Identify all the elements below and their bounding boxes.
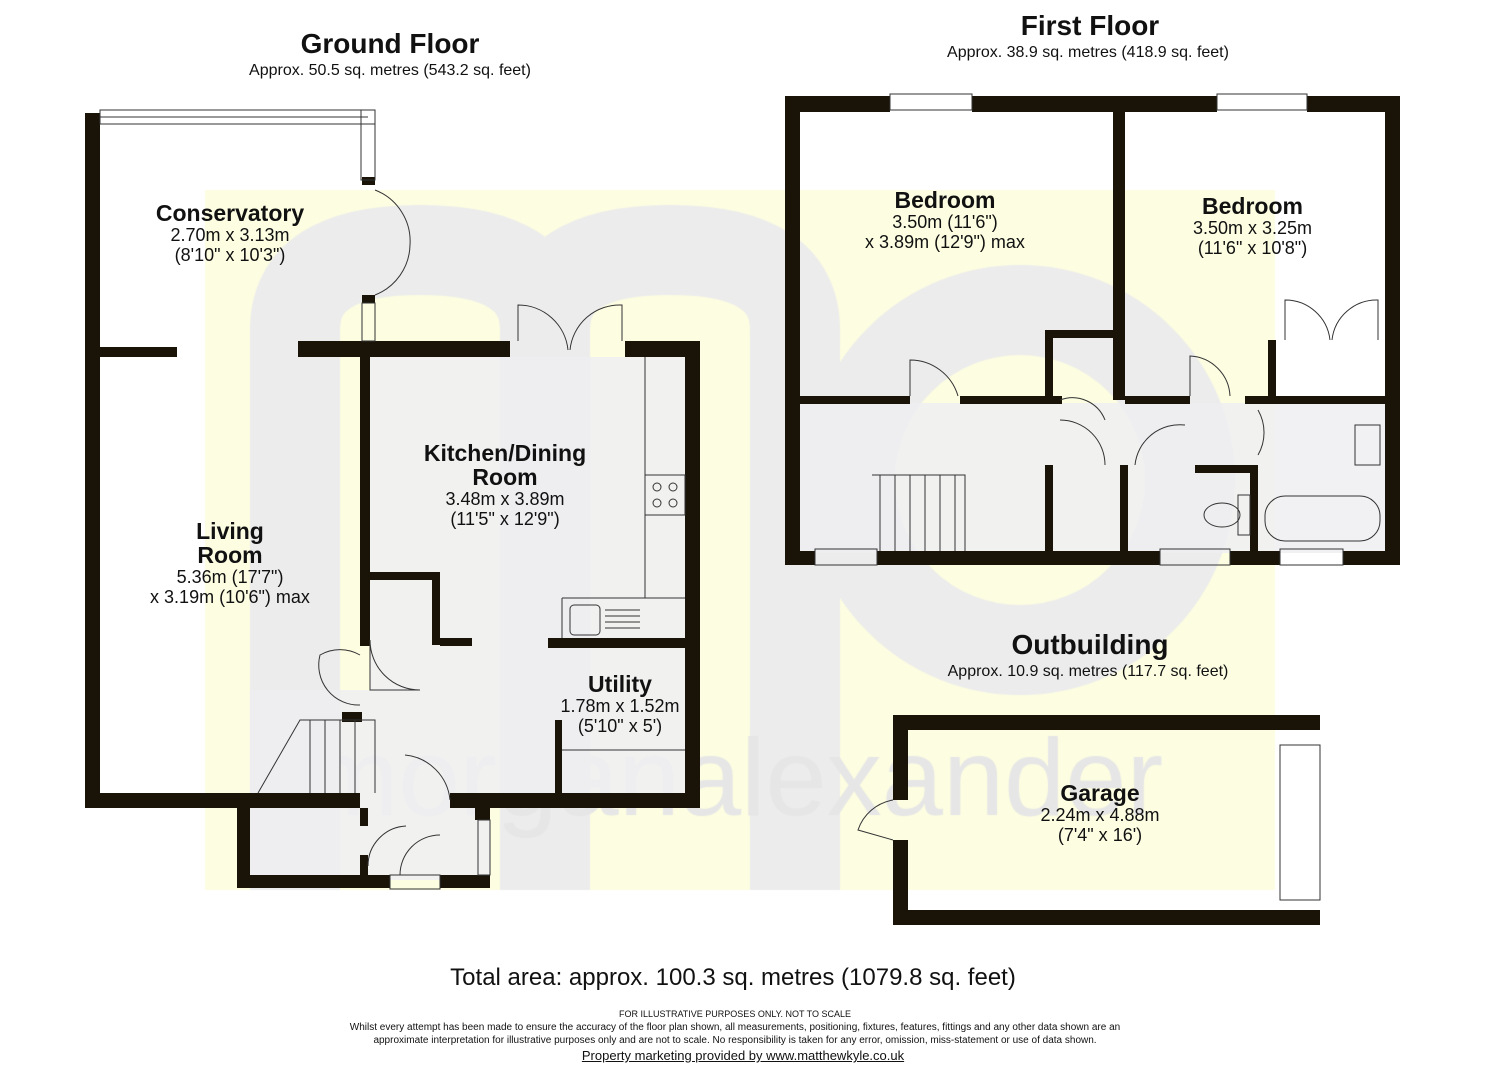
outbuilding-area: Approx. 10.9 sq. metres (117.7 sq. feet)	[947, 663, 1229, 680]
credit-link[interactable]: Property marketing provided by www.matth…	[581, 1048, 905, 1063]
room-conservatory: Conservatory 2.70m x 3.13m (8'10" x 10'3…	[155, 200, 305, 265]
room-garage: Garage 2.24m x 4.88m (7'4" x 16')	[1040, 780, 1160, 845]
disclaimer: FOR ILLUSTRATIVE PURPOSES ONLY. NOT TO S…	[349, 1009, 1121, 1046]
walls	[85, 96, 1400, 925]
total-area: Total area: approx. 100.3 sq. metres (10…	[450, 964, 1016, 991]
room-kitchen-dining: Kitchen/Dining Room 3.48m x 3.89m (11'5"…	[423, 440, 587, 529]
outbuilding-title: Outbuilding	[1011, 629, 1169, 660]
room-bedroom-2: Bedroom 3.50m x 3.25m (11'6" x 10'8")	[1192, 193, 1313, 258]
first-floor-title: First Floor	[1020, 10, 1160, 41]
room-utility: Utility 1.78m x 1.52m (5'10" x 5')	[560, 671, 680, 736]
room-bedroom-1: Bedroom 3.50m (11'6") x 3.89m (12'9") ma…	[865, 187, 1025, 252]
first-floor-area: Approx. 38.9 sq. metres (418.9 sq. feet)	[947, 44, 1229, 61]
room-living: Living Room 5.36m (17'7") x 3.19m (10'6"…	[150, 518, 310, 607]
ground-floor-area: Approx. 50.5 sq. metres (543.2 sq. feet)	[249, 62, 531, 79]
fixtures	[99, 93, 1381, 901]
ground-floor-title: Ground Floor	[300, 28, 480, 59]
